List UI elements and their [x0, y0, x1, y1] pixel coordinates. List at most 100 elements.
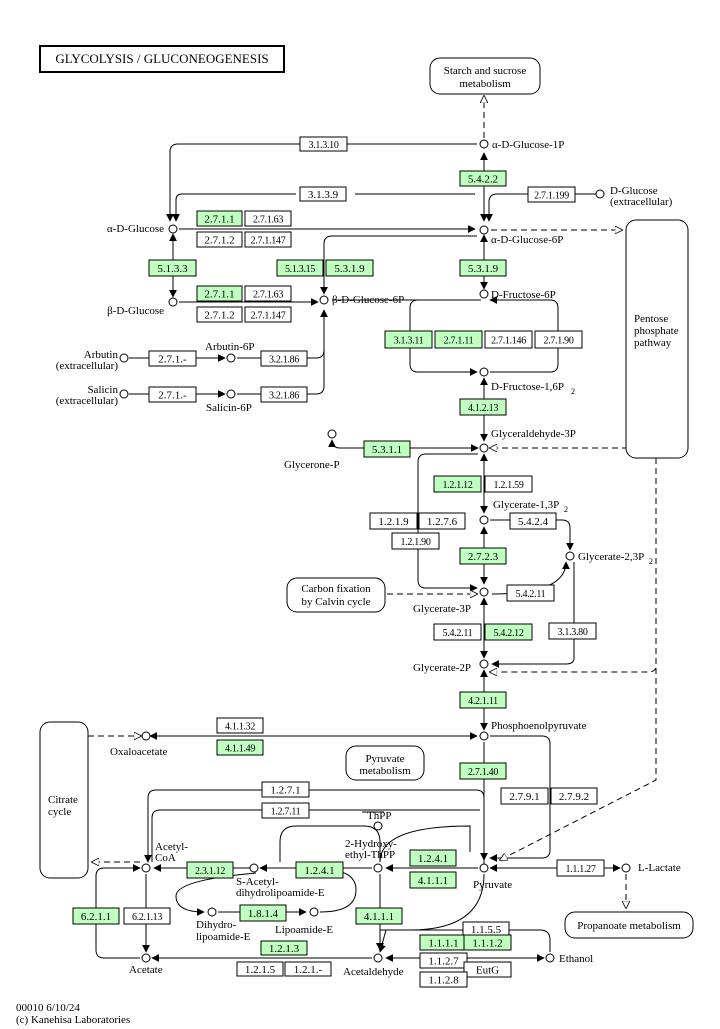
- compound-node[interactable]: [207, 907, 217, 917]
- enzyme-box[interactable]: [369, 512, 418, 530]
- enzyme-box[interactable]: [509, 512, 557, 530]
- enzyme-box[interactable]: [299, 186, 347, 202]
- enzyme-1-1-2-7[interactable]: 1.1.2.7: [419, 952, 468, 969]
- enzyme-box[interactable]: [484, 475, 533, 493]
- enzyme-box[interactable]: [123, 907, 171, 925]
- map-carbon-fixation[interactable]: Carbon fixation by Calvin cycle: [286, 577, 386, 613]
- enzyme-box[interactable]: [148, 386, 197, 403]
- enzyme-5-4-2-11[interactable]: 5.4.2.11: [506, 584, 555, 602]
- enzyme-box[interactable]: [261, 802, 310, 819]
- enzyme-box[interactable]: [261, 781, 310, 798]
- compound-node[interactable]: [319, 295, 329, 305]
- compound-node[interactable]: [327, 429, 337, 439]
- compound-node[interactable]: [479, 225, 489, 235]
- compound-node[interactable]: [373, 953, 383, 963]
- enzyme-box[interactable]: [148, 350, 197, 367]
- enzyme-box[interactable]: [419, 952, 468, 969]
- enzyme-box[interactable]: [276, 259, 324, 277]
- enzyme-box[interactable]: [216, 717, 264, 734]
- compound-node[interactable]: [141, 863, 151, 873]
- enzyme-box[interactable]: [295, 861, 344, 879]
- compound-node[interactable]: [168, 224, 178, 234]
- enzyme-1-2-1-9[interactable]: 1.2.1.9: [369, 512, 418, 530]
- map-citrate-cycle[interactable]: Citrate cycle: [39, 721, 89, 879]
- compound-node[interactable]: [141, 953, 151, 963]
- enzyme-2-3-1-12[interactable]: 2.3.1.12: [186, 861, 234, 879]
- enzyme-box[interactable]: [459, 762, 507, 780]
- enzyme-box[interactable]: [534, 330, 583, 349]
- enzyme-box[interactable]: [500, 787, 549, 805]
- compound-node[interactable]: [226, 389, 236, 399]
- enzyme-1-2-7-6[interactable]: 1.2.7.6: [418, 512, 466, 530]
- enzyme-1-2-4-1[interactable]: 1.2.4.1: [295, 861, 344, 879]
- enzyme-5-4-2-2[interactable]: 5.4.2.2: [459, 170, 507, 187]
- enzyme-box[interactable]: [391, 532, 440, 550]
- compound-node[interactable]: [595, 189, 605, 199]
- enzyme-1-1-2-8[interactable]: 1.1.2.8: [419, 971, 468, 988]
- compound-node[interactable]: [119, 389, 129, 399]
- compound-node[interactable]: [479, 367, 489, 377]
- enzyme-2-7-1-63[interactable]: 2.7.1.63: [244, 210, 292, 227]
- enzyme-1-8-1-4[interactable]: 1.8.1.4: [239, 904, 287, 922]
- enzyme-box[interactable]: [196, 306, 243, 323]
- enzyme-box[interactable]: [196, 210, 243, 227]
- compound-node[interactable]: [373, 821, 383, 831]
- enzyme-1-1-5-5[interactable]: 1.1.5.5: [462, 921, 510, 937]
- compound-node[interactable]: [479, 863, 489, 873]
- compound-node[interactable]: [479, 587, 489, 597]
- enzyme-EutG[interactable]: EutG: [463, 961, 512, 978]
- enzyme-box[interactable]: [244, 306, 292, 323]
- enzyme-3-2-1-86[interactable]: 3.2.1.86: [260, 386, 308, 403]
- map-starch-sucrose[interactable]: Starch and sucrose metabolism: [429, 57, 541, 95]
- enzyme-2-7-2-3[interactable]: 2.7.2.3: [459, 547, 507, 565]
- enzyme-box[interactable]: [548, 622, 597, 640]
- enzyme-4-1-2-13[interactable]: 4.1.2.13: [459, 398, 507, 416]
- compound-node[interactable]: [479, 139, 489, 149]
- enzyme-box[interactable]: [244, 231, 292, 248]
- enzyme-3-2-1-86[interactable]: 3.2.1.86: [260, 350, 308, 367]
- enzyme-4-2-1-11[interactable]: 4.2.1.11: [459, 691, 507, 709]
- enzyme-box[interactable]: [459, 547, 507, 565]
- enzyme-5-4-2-4[interactable]: 5.4.2.4: [509, 512, 557, 530]
- enzyme-box[interactable]: [434, 330, 483, 349]
- enzyme-5-3-1-9[interactable]: 5.3.1.9: [459, 259, 507, 277]
- compound-node[interactable]: [545, 953, 555, 963]
- enzyme-box[interactable]: [484, 330, 533, 349]
- enzyme-5-3-1-1[interactable]: 5.3.1.1: [363, 440, 411, 458]
- enzyme-box[interactable]: [459, 398, 507, 416]
- compound-node[interactable]: [565, 551, 575, 561]
- map-pyruvate-metabolism[interactable]: Pyruvate metabolism: [345, 745, 425, 781]
- compound-node[interactable]: [479, 289, 489, 299]
- enzyme-2-7-1-1[interactable]: 2.7.1.1: [196, 210, 243, 227]
- enzyme-box[interactable]: [363, 440, 411, 458]
- compound-node[interactable]: [119, 353, 129, 363]
- enzyme-2-7-1-2[interactable]: 2.7.1.2: [196, 231, 243, 248]
- enzyme-2-7-1-11[interactable]: 2.7.1.11: [434, 330, 483, 349]
- enzyme-box[interactable]: [506, 584, 555, 602]
- compound-node[interactable]: [479, 443, 489, 453]
- enzyme-2-7-1-2[interactable]: 2.7.1.2: [196, 306, 243, 323]
- enzyme-4-1-1-32[interactable]: 4.1.1.32: [216, 717, 264, 734]
- enzyme-2-7-1--x[interactable]: 2.7.1.-: [148, 386, 197, 403]
- enzyme-box[interactable]: [239, 904, 287, 922]
- enzyme-box[interactable]: [148, 259, 197, 277]
- enzyme-box[interactable]: [325, 259, 374, 277]
- compound-node[interactable]: [226, 353, 236, 363]
- enzyme-1-2-1-3[interactable]: 1.2.1.3: [260, 940, 308, 956]
- enzyme-2-7-1-63[interactable]: 2.7.1.63: [244, 285, 292, 302]
- compound-node[interactable]: [479, 659, 489, 669]
- enzyme-2-7-1-147[interactable]: 2.7.1.147: [244, 231, 292, 248]
- enzyme-5-4-2-12[interactable]: 5.4.2.12: [484, 623, 533, 641]
- enzyme-1-2-4-1[interactable]: 1.2.4.1: [409, 849, 457, 867]
- enzyme-2-7-9-2[interactable]: 2.7.9.2: [550, 787, 598, 805]
- compound-node[interactable]: [373, 863, 383, 873]
- compound-node[interactable]: [168, 297, 178, 307]
- enzyme-box[interactable]: [527, 186, 576, 203]
- enzyme-6-2-1-1[interactable]: 6.2.1.1: [72, 907, 120, 925]
- enzyme-box[interactable]: [260, 386, 308, 403]
- enzyme-box[interactable]: [236, 961, 284, 977]
- enzyme-box[interactable]: [418, 512, 466, 530]
- enzyme-2-7-1-1[interactable]: 2.7.1.1: [196, 285, 243, 302]
- enzyme-box[interactable]: [260, 940, 308, 956]
- enzyme-4-1-1-49[interactable]: 4.1.1.49: [216, 739, 264, 756]
